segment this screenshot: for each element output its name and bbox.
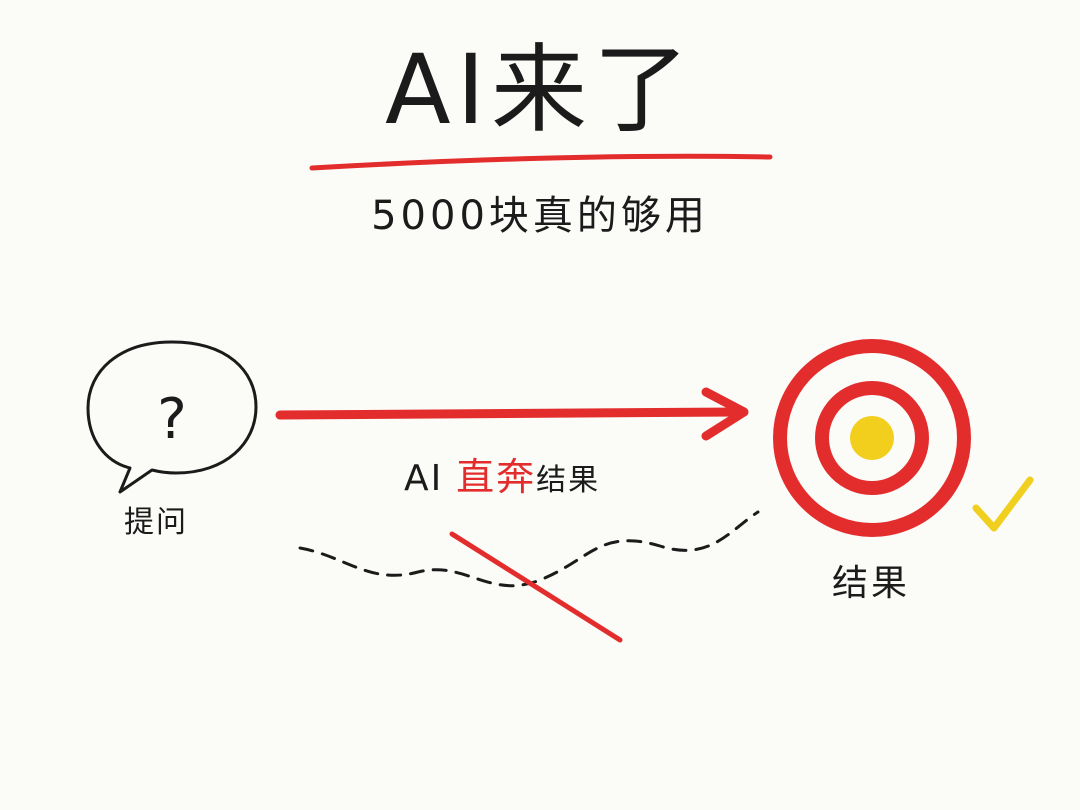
checkmark-icon — [972, 476, 1034, 532]
result-label: 结果 — [832, 563, 911, 604]
page-title: AI来了 — [385, 34, 695, 146]
arrow-label-prefix: AI — [404, 458, 444, 499]
detour-path-dashed — [298, 510, 760, 588]
strike-line — [449, 531, 623, 643]
question-mark: ? — [157, 387, 187, 452]
speech-bubble-question-icon: ? — [86, 340, 258, 494]
arrow-label: AI 直奔结果 — [404, 458, 600, 497]
direct-arrow — [275, 387, 749, 441]
target-icon — [773, 339, 971, 537]
ask-label: 提问 — [124, 505, 188, 540]
arrow-label-highlight: 直奔 — [456, 455, 537, 499]
page-subtitle: 5000块真的够用 — [371, 193, 709, 239]
arrow-label-suffix: 结果 — [536, 463, 601, 498]
title-underline — [309, 153, 773, 171]
